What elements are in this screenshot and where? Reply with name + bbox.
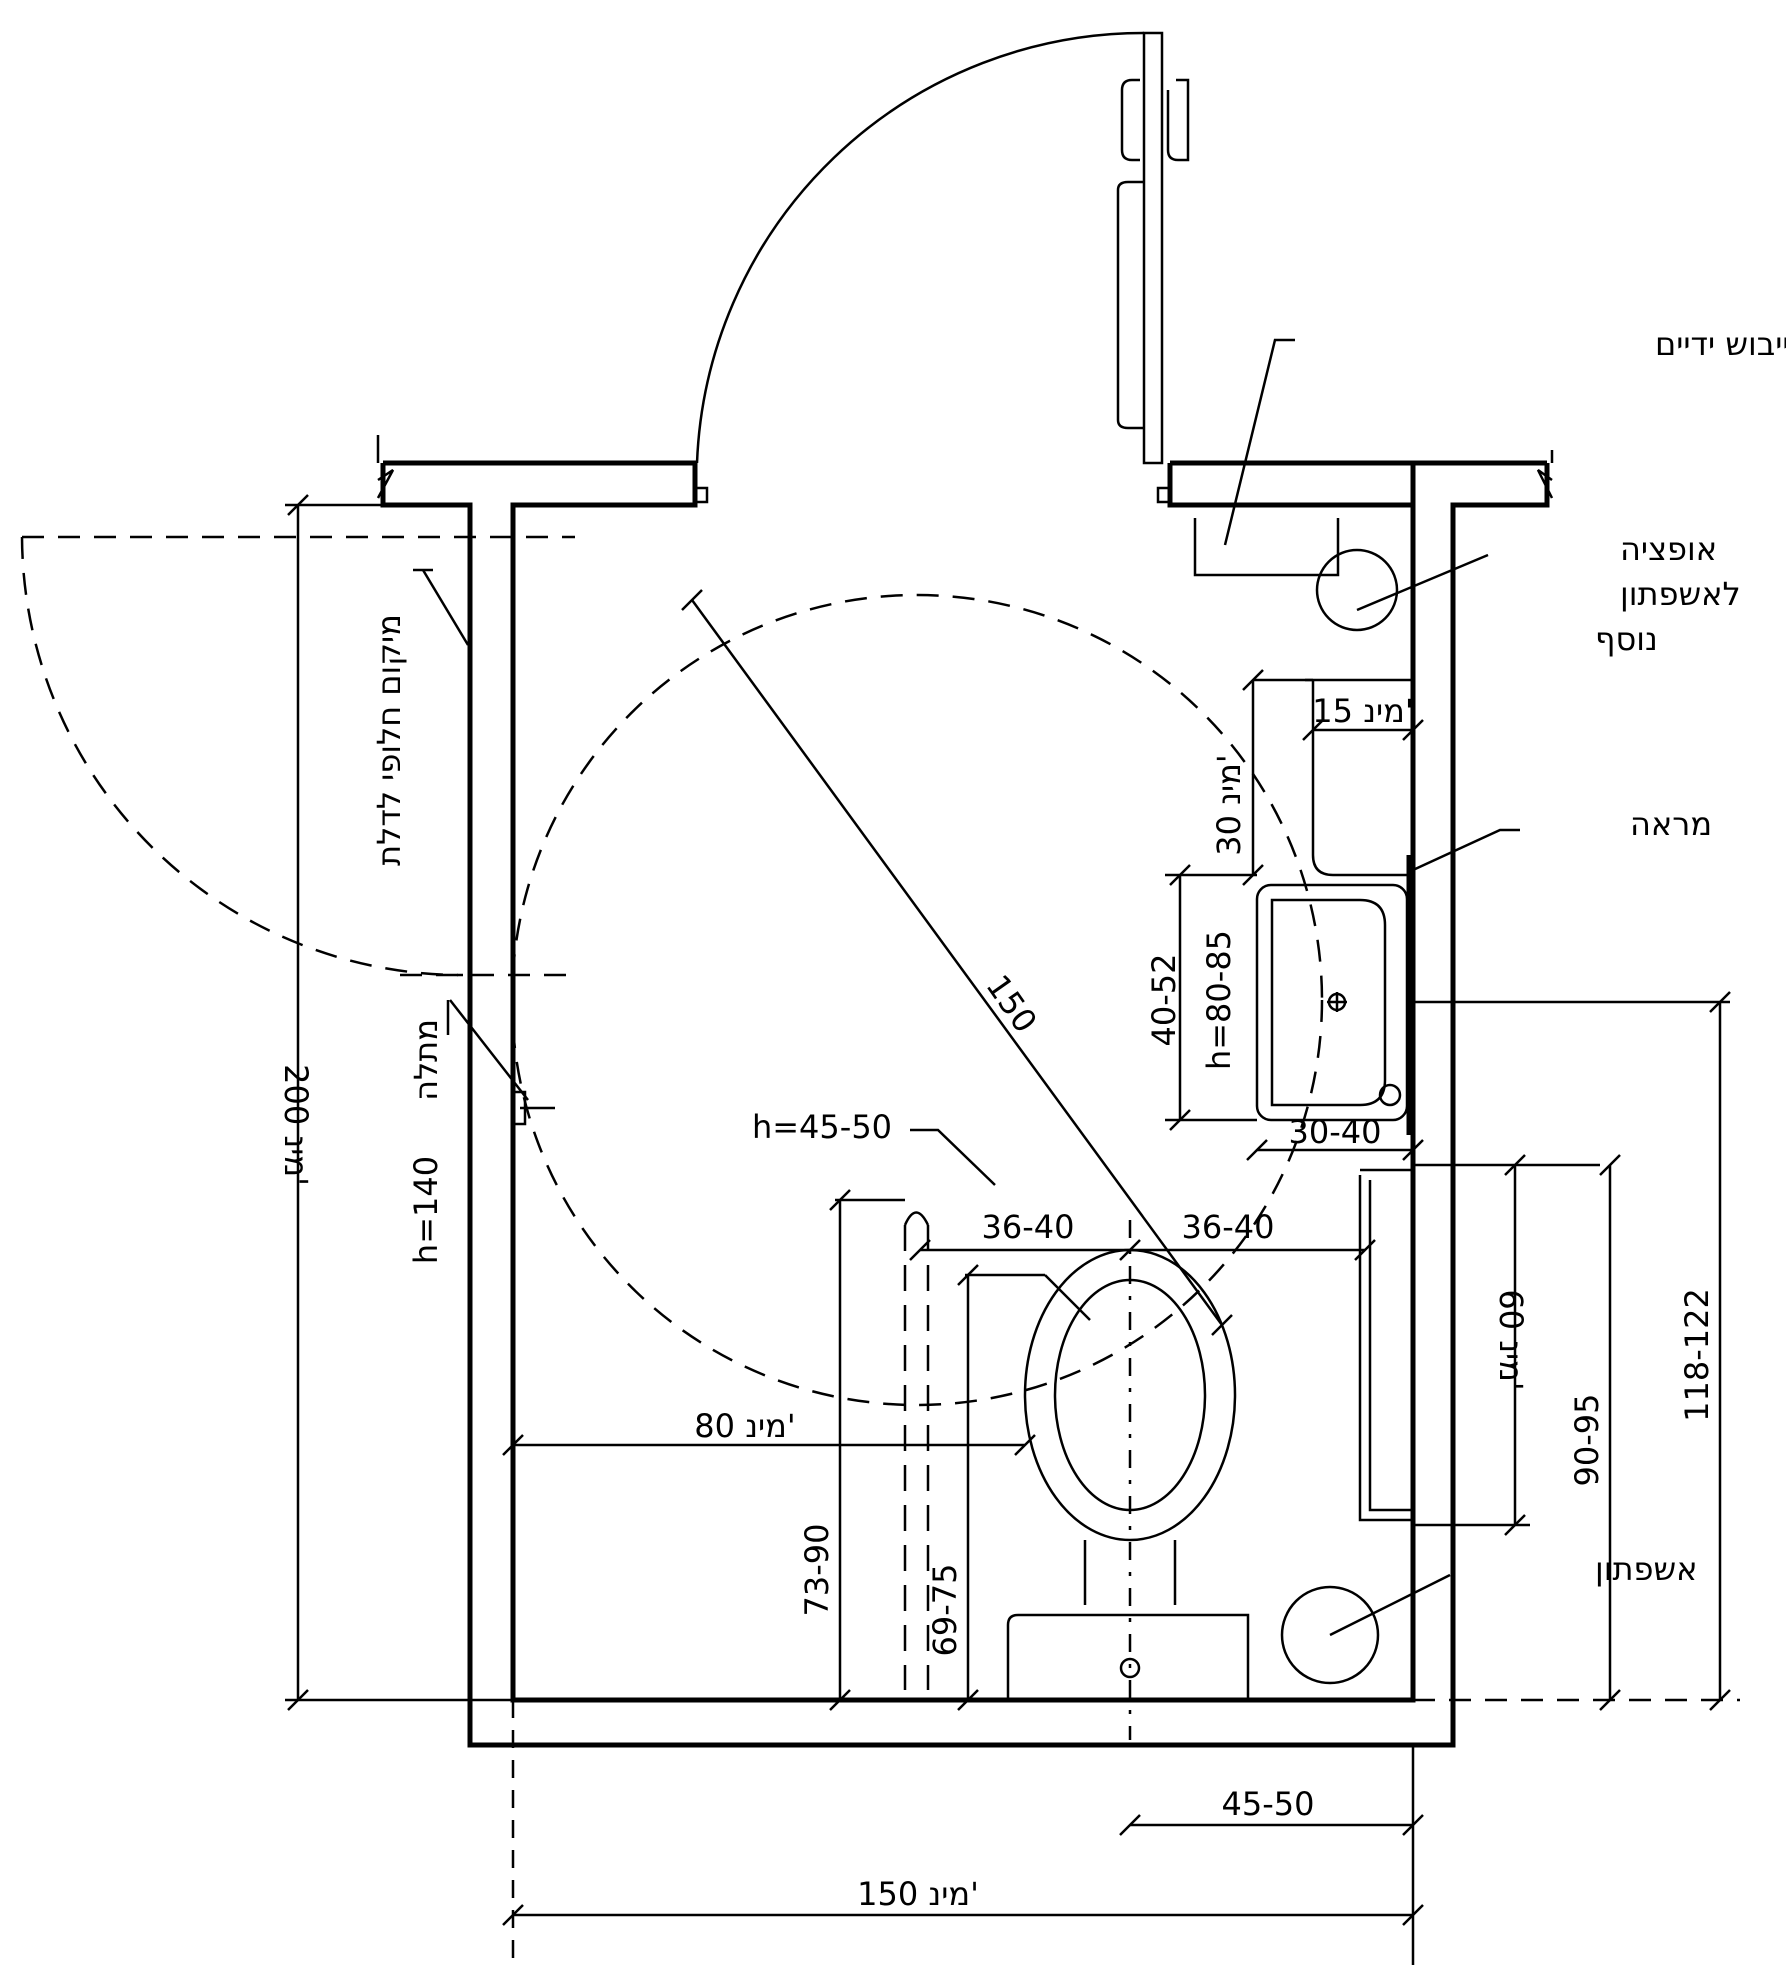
toilet: 36-40 36-40 h=45-50 — [752, 1108, 1376, 1740]
bar-height-a-label: 73-90 — [798, 1524, 836, 1617]
hanger-height-label: h=140 — [407, 1156, 445, 1264]
sink-shelf: 30 מינ' 15 מינ' — [1210, 669, 1424, 886]
bar-height-b-label: 69-75 — [926, 1564, 964, 1657]
grab-bar-height-label: 90-95 — [1568, 1394, 1606, 1487]
walls — [376, 435, 1554, 1748]
extra-bin-label-3: נוסף — [1595, 620, 1658, 658]
alt-door-label: מיקום חלופי לדלת — [370, 614, 408, 866]
hand-dryer-label: מתקן לייבוש ידיים — [1655, 325, 1786, 363]
bin-label: אשפתון — [1595, 1550, 1698, 1588]
sink-height-label: h=80-85 — [1200, 930, 1238, 1070]
extra-bin-label-1: אופציה — [1620, 530, 1717, 568]
right-height-dims: 90-95 118-122 — [1413, 991, 1740, 1711]
sink-depth-label: 40-52 — [1145, 954, 1183, 1047]
sink: h=80-85 40-52 30-40 — [1145, 864, 1730, 1161]
side-clearance-label: 80 מינ' — [694, 1407, 795, 1445]
alt-door-swing — [20, 535, 575, 977]
mirror-depth-label: 30 מינ' — [1210, 754, 1248, 855]
mirror-label: מראה — [1630, 805, 1712, 843]
grab-bar-right: 60 מינ' — [1358, 1154, 1600, 1536]
turning-diameter-label: 150 — [978, 968, 1044, 1040]
bar-length-label: 60 מינ' — [1492, 1289, 1530, 1390]
sink-clear-label: 15 מינ' — [1312, 692, 1413, 730]
extra-bin: אופציה לאשפתון נוסף — [1315, 530, 1741, 658]
room-length-label: 200 מינ' — [277, 1064, 315, 1186]
mirror: מראה — [1406, 805, 1712, 1135]
sink-to-wall-label: 30-40 — [1289, 1113, 1382, 1151]
room-width-label: 150 מינ' — [857, 1875, 979, 1913]
folding-grab-bar: 73-90 69-75 — [798, 1189, 1045, 1711]
seat-height-label: h=45-50 — [752, 1108, 892, 1146]
hanger: מתלה h=140 — [407, 999, 555, 1264]
seat-width-right-label: 36-40 — [1182, 1208, 1275, 1246]
seat-width-left-label: 36-40 — [982, 1208, 1075, 1246]
hanger-label: מתלה — [407, 1019, 445, 1101]
door — [695, 31, 1190, 465]
hand-dryer: מתקן לייבוש ידיים — [1193, 325, 1786, 577]
alt-door-label-group: מיקום חלופי לדלת — [370, 568, 470, 866]
overall-dims: 200 מינ' 150 מינ' 45-50 — [277, 494, 1424, 1965]
side-clearance-dim: 80 מינ' — [502, 1407, 1036, 1456]
bin: אשפתון — [1280, 1550, 1698, 1685]
mirror-height-label: 118-122 — [1678, 1288, 1716, 1422]
toilet-centre-label: 45-50 — [1222, 1785, 1315, 1823]
extra-bin-label-2: לאשפתון — [1620, 575, 1741, 613]
